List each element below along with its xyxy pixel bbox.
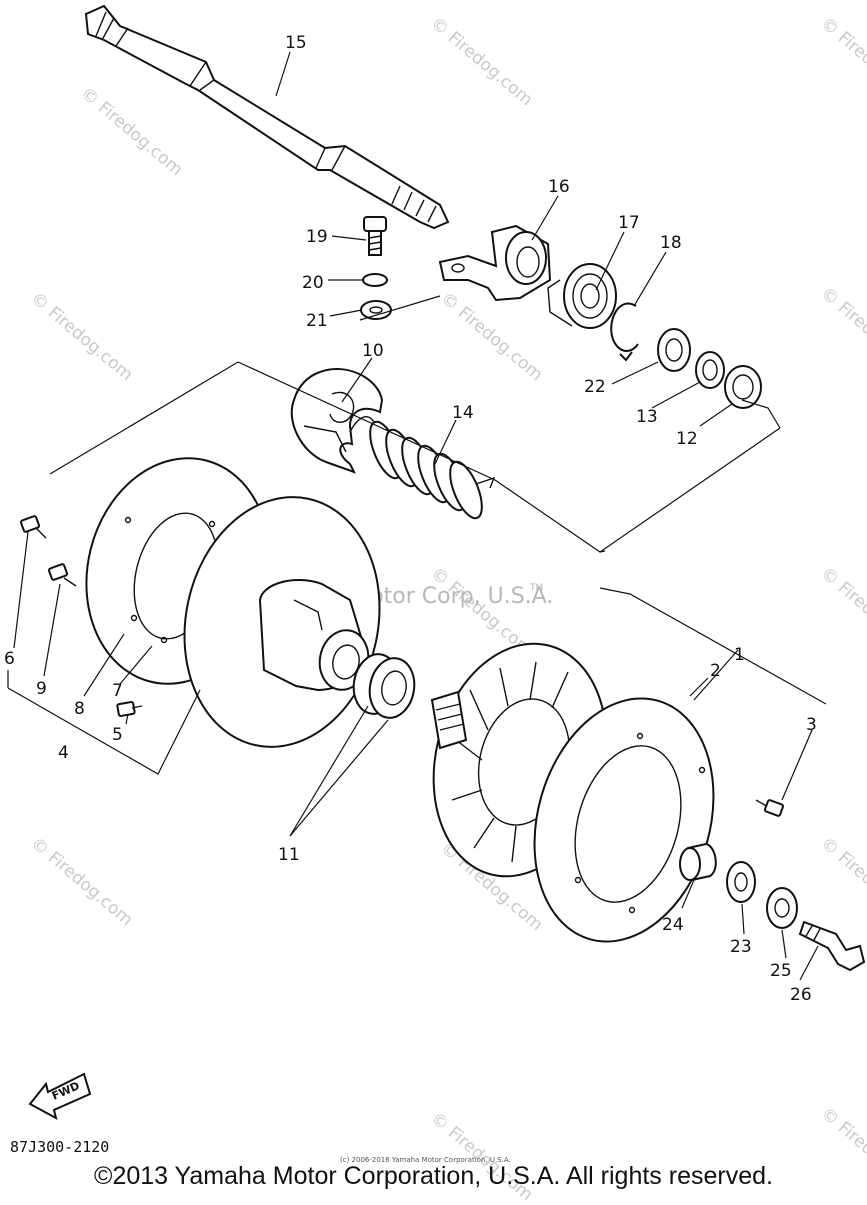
site-watermark: © Firedog.com	[427, 14, 537, 111]
callout-label: 14	[452, 403, 474, 423]
shaft	[84, 4, 450, 230]
group-bracket	[7, 361, 827, 775]
callout-label: 10	[362, 341, 384, 361]
ball-bearing	[547, 263, 617, 329]
callout-label: 13	[636, 407, 658, 427]
callout-label: 12	[676, 429, 698, 449]
callout-label: 2	[710, 661, 721, 681]
diagram-code: 87J300-2120	[10, 1138, 110, 1156]
callout-label: 7	[112, 681, 123, 701]
shim	[695, 351, 725, 389]
small-bolt	[755, 799, 785, 817]
callout-label: 21	[306, 311, 328, 331]
callout-label: 16	[548, 177, 570, 197]
small-bolt	[116, 701, 136, 717]
callout-group: 15 16 17 18 19 20 21 10 22 13 12 14 6 9 …	[4, 33, 817, 1005]
trademark-mark: TM	[529, 583, 543, 593]
callout-label: 9	[36, 679, 47, 699]
cap-bolt	[363, 216, 387, 256]
small-bolt	[47, 563, 77, 587]
callout-label: 24	[662, 915, 684, 935]
callout-label: 8	[74, 699, 85, 719]
callout-label: 6	[4, 649, 15, 669]
site-watermark: © Firedog.com	[817, 284, 867, 381]
callout-label: 22	[584, 377, 606, 397]
cam	[290, 367, 384, 474]
washer	[726, 861, 756, 903]
lock-washer	[362, 273, 388, 287]
callout-label: 1	[734, 645, 745, 665]
flange-bolt	[798, 920, 866, 972]
site-watermark: © Firedog.com	[817, 834, 867, 931]
movable-sheave	[183, 496, 381, 748]
site-watermark: © Firedog.com	[27, 289, 137, 386]
circlip	[610, 302, 639, 362]
bushing	[352, 653, 416, 719]
sheave-plate	[533, 697, 715, 943]
callout-label: 3	[806, 715, 817, 735]
callout-label: 23	[730, 937, 752, 957]
callout-label: 25	[770, 961, 792, 981]
callout-label: 20	[302, 273, 324, 293]
site-watermark: © Firedog.com	[817, 14, 867, 111]
site-watermark: © Firedog.com	[817, 564, 867, 661]
bearing-holder	[438, 224, 552, 302]
callout-label: 15	[285, 33, 307, 53]
flat-washer	[360, 300, 392, 320]
site-watermark: © Firedog.com	[27, 834, 137, 931]
callout-label: 4	[58, 743, 69, 763]
callout-label: 26	[790, 985, 812, 1005]
forward-arrow: FWD	[28, 1072, 92, 1120]
copyright-notice: ©2013 Yamaha Motor Corporation, U.S.A. A…	[94, 1162, 773, 1190]
callout-label: 5	[112, 725, 123, 745]
site-watermark: © Firedog.com	[437, 289, 547, 386]
washer	[724, 365, 762, 409]
callout-label: 19	[306, 227, 328, 247]
site-watermark: © Firedog.com	[77, 84, 187, 181]
tiny-copyright: (c) 2006-2016 Yamaha Motor Corporation, …	[340, 1156, 511, 1164]
callout-label: 18	[660, 233, 682, 253]
leader-lines	[7, 51, 819, 981]
small-bolt	[19, 515, 47, 539]
callout-label: 17	[618, 213, 640, 233]
washer	[766, 887, 798, 929]
thrust-washer	[657, 328, 691, 372]
callout-label: 11	[278, 845, 300, 865]
compression-spring	[349, 416, 496, 520]
spacer	[679, 842, 717, 882]
